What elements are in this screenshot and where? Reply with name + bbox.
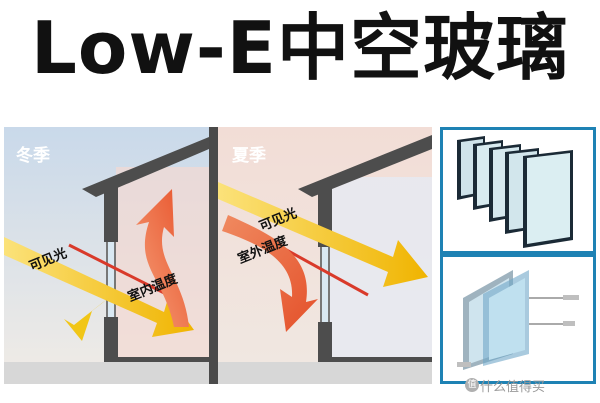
- glass-panes-image: [457, 136, 573, 248]
- watermark-logo-icon: 值: [465, 378, 479, 392]
- window-cross-section-image: [451, 266, 585, 374]
- summer-illustration: [218, 127, 432, 384]
- glass-product-frame: [440, 127, 596, 384]
- page-title: Low-E中空玻璃: [31, 6, 569, 90]
- panel-divider: [209, 127, 218, 384]
- winter-panel: 冬季 可见光 室内温度: [4, 127, 209, 384]
- winter-season-label: 冬季: [16, 146, 50, 166]
- summer-season-label: 夏季: [232, 146, 266, 166]
- glass-product-illustration: [451, 136, 585, 374]
- winter-illustration: [4, 127, 209, 384]
- summer-panel: 夏季 可见光 室外温度: [218, 127, 432, 384]
- watermark-text: 什么值得买: [480, 380, 546, 395]
- glass-frame-divider: [440, 251, 596, 257]
